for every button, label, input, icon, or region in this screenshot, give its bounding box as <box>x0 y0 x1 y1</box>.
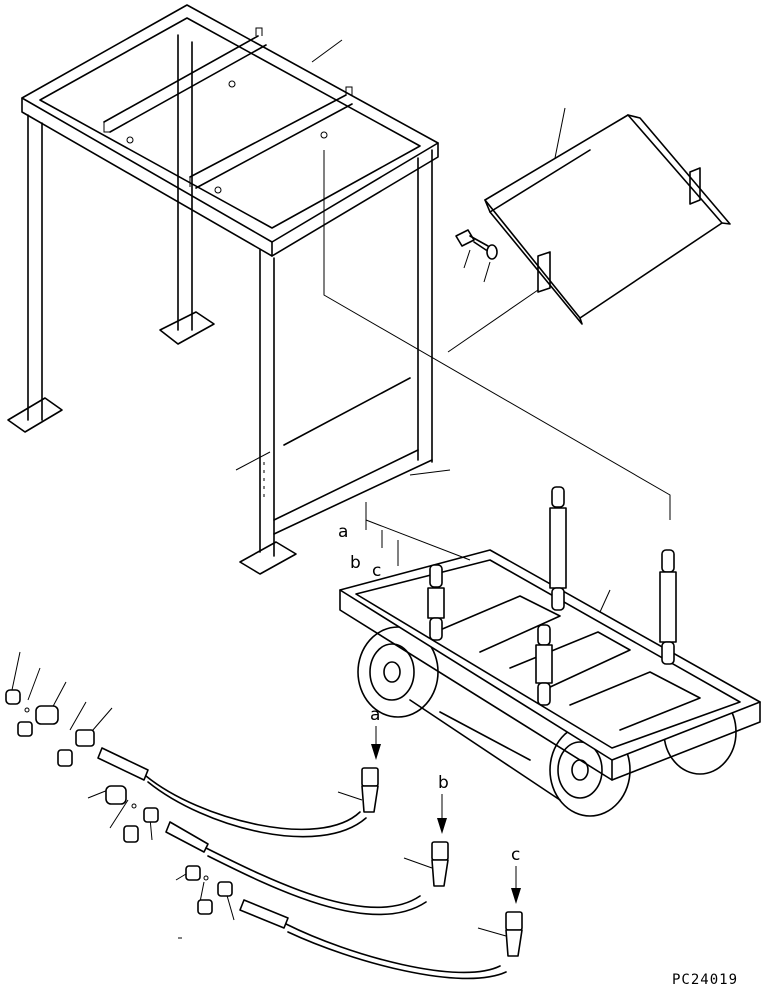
turnbuckle-1 <box>427 564 445 641</box>
arrow-b-icon <box>437 794 447 834</box>
connection-label-c: c <box>511 845 520 865</box>
connection-label-a: a <box>370 705 380 725</box>
bolt-icon <box>455 229 489 269</box>
turnbuckle-3 <box>535 624 553 706</box>
turnbuckle-4 <box>659 549 677 665</box>
stand-frame <box>7 4 671 575</box>
washer-icon <box>483 244 498 283</box>
arrow-a-icon <box>371 726 381 760</box>
connection-label-b-top: b <box>350 553 361 573</box>
connection-label-b: b <box>438 773 449 793</box>
connection-label-c-top: c <box>372 561 381 581</box>
cover-plate <box>447 107 731 353</box>
fittings-group <box>5 651 523 980</box>
belt-conveyor-unit <box>339 486 761 817</box>
turnbuckle-2 <box>549 486 567 611</box>
arrow-c-icon <box>511 866 521 904</box>
drawing-code: PC24019 <box>672 972 738 988</box>
connection-label-a-top: a <box>338 522 348 542</box>
